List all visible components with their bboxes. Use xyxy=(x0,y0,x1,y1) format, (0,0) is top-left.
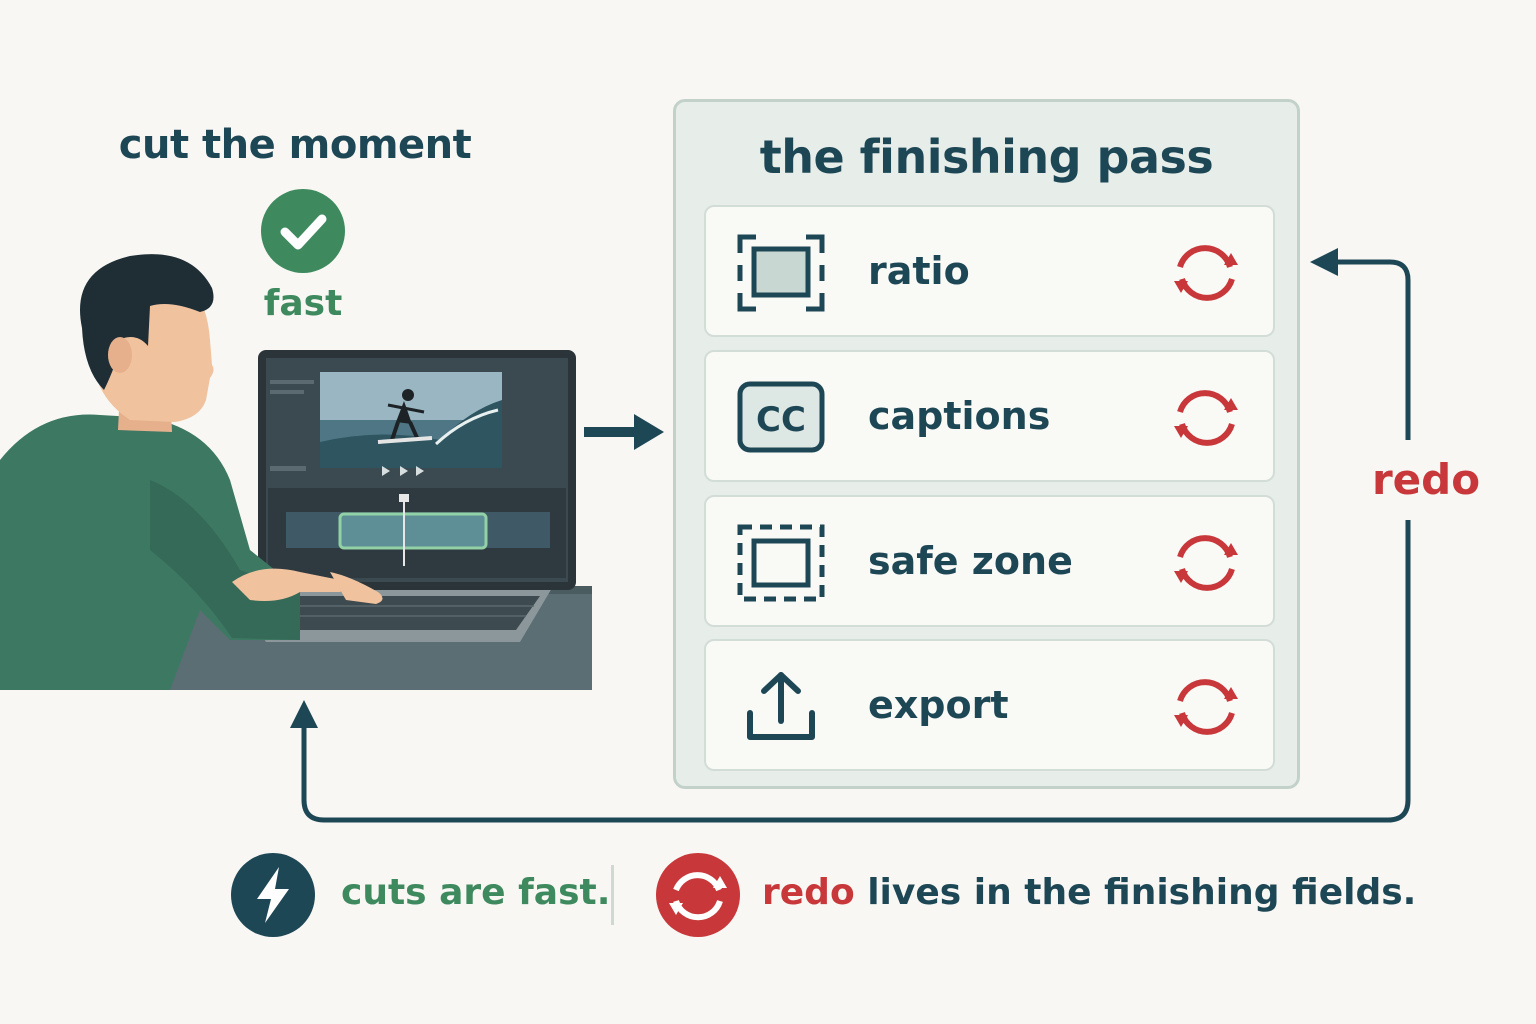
lightning-icon xyxy=(231,853,315,937)
redo-icon[interactable] xyxy=(1168,380,1244,456)
footer-redo-text: lives in the finishing fields. xyxy=(867,872,1417,913)
arrow-right-icon xyxy=(584,414,664,450)
redo-loop-label: redo xyxy=(1366,455,1486,504)
upload-icon xyxy=(747,672,815,740)
redo-icon[interactable] xyxy=(1168,235,1244,311)
footer-redo-note: redo lives in the finishing fields. xyxy=(762,872,1416,913)
footer-divider xyxy=(611,865,614,925)
fast-label: fast xyxy=(263,283,343,324)
editor-at-laptop-illustration xyxy=(0,254,592,690)
step-export[interactable]: export xyxy=(704,639,1275,771)
left-title: cut the moment xyxy=(118,122,472,168)
step-label-ratio: ratio xyxy=(868,249,970,293)
step-label-export: export xyxy=(868,683,1009,727)
step-captions[interactable]: CC captions xyxy=(704,350,1275,482)
safe-zone-icon xyxy=(737,524,825,602)
check-icon xyxy=(261,189,345,273)
redo-icon[interactable] xyxy=(1168,525,1244,601)
footer-cuts-fast: cuts are fast. xyxy=(341,872,611,913)
step-label-safe-zone: safe zone xyxy=(868,539,1073,583)
aspect-ratio-icon xyxy=(737,234,825,312)
step-ratio[interactable]: ratio xyxy=(704,205,1275,337)
footer-redo-accent: redo xyxy=(762,872,855,913)
redo-icon[interactable] xyxy=(1168,669,1244,745)
panel-title: the finishing pass xyxy=(759,130,1214,184)
cc-icon: CC xyxy=(737,381,825,453)
svg-text:CC: CC xyxy=(756,400,806,440)
step-label-captions: captions xyxy=(868,394,1051,438)
redo-icon xyxy=(656,853,740,937)
step-safe-zone[interactable]: safe zone xyxy=(704,495,1275,627)
